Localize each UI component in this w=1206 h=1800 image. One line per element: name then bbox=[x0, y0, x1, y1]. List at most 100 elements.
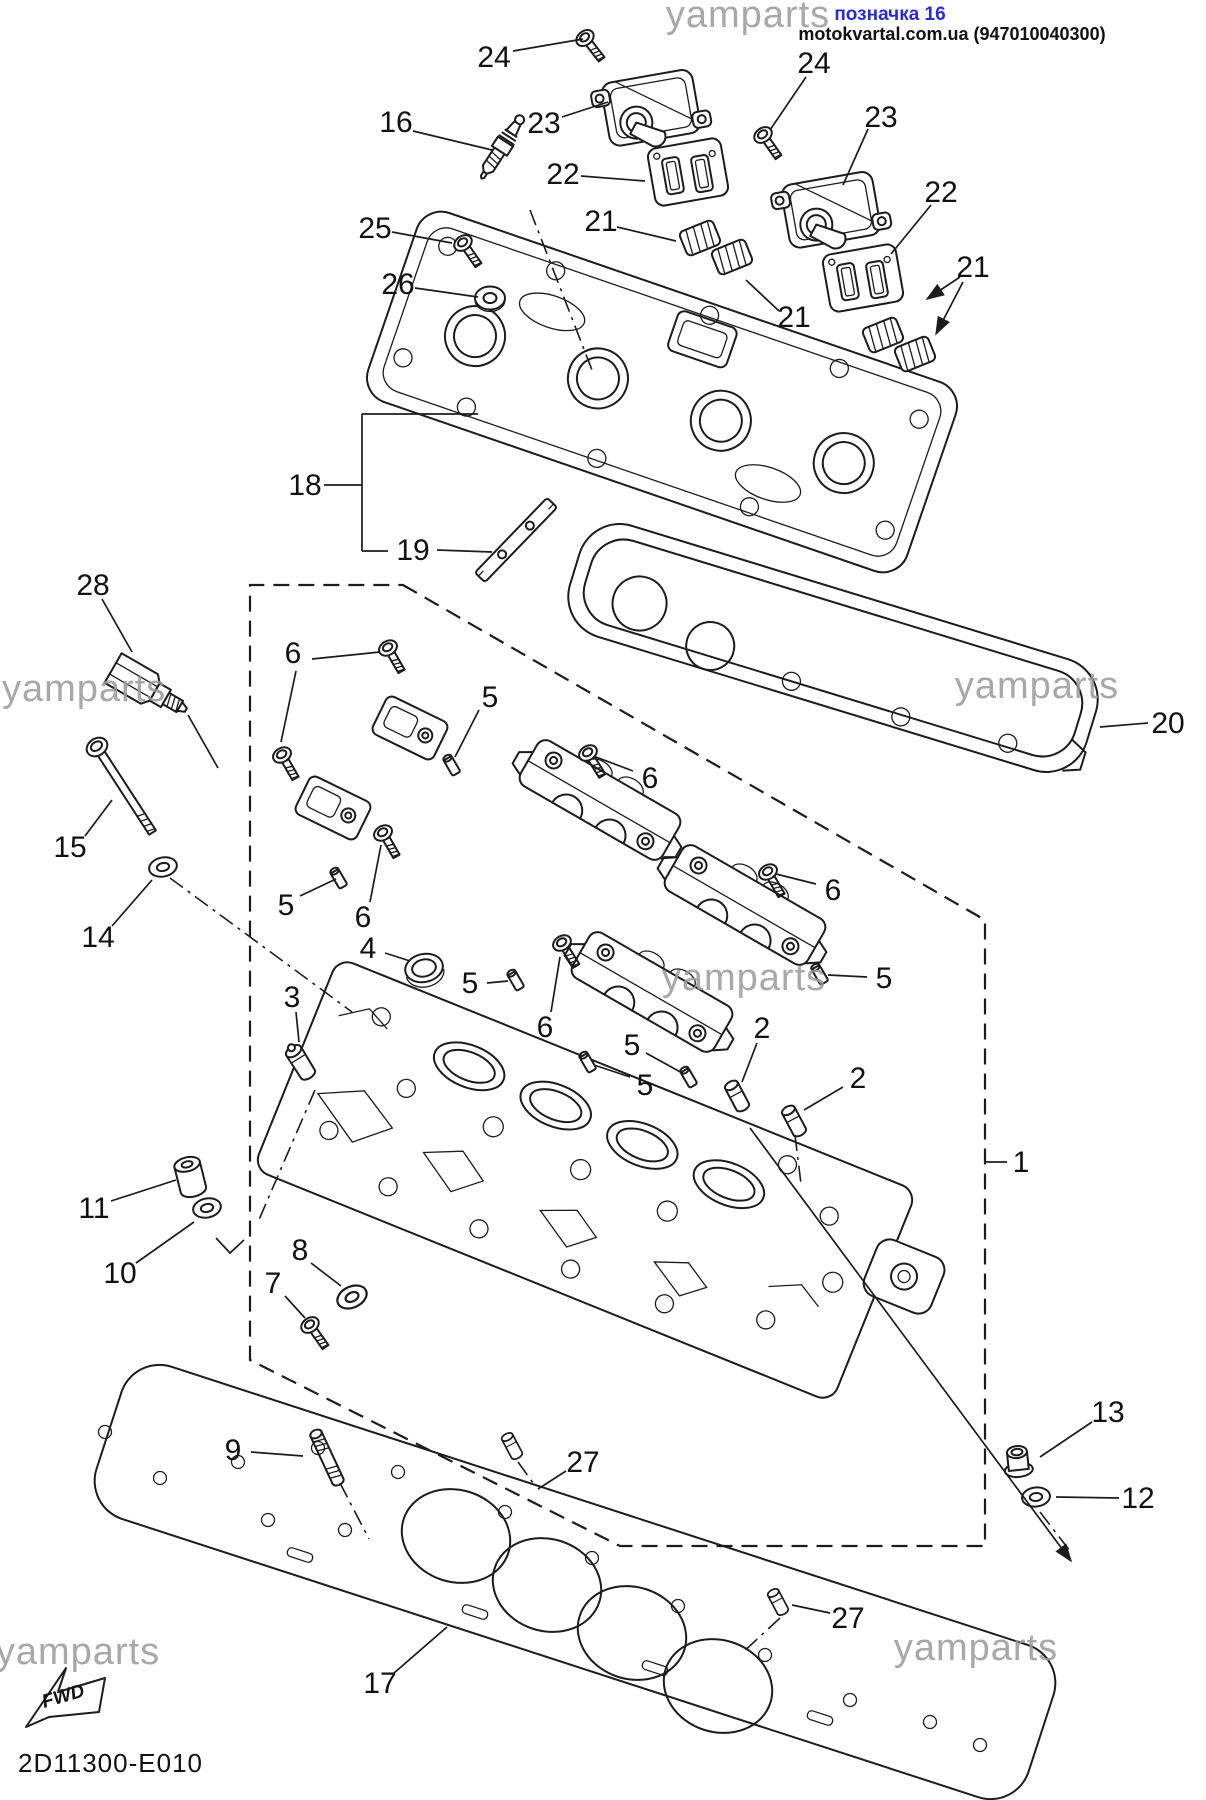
callout-leader-4 bbox=[384, 952, 411, 962]
callout-leader-9 bbox=[250, 1451, 304, 1457]
callout-16: 16 bbox=[379, 106, 412, 139]
drawing-code: 2D11300-E010 bbox=[18, 1748, 203, 1778]
dowel-2 bbox=[722, 1077, 752, 1115]
callout-8: 8 bbox=[292, 1234, 309, 1267]
watermark: yamparts bbox=[662, 957, 826, 999]
diagram-line bbox=[925, 276, 961, 300]
callout-leader-23 bbox=[842, 128, 869, 186]
watermark: yamparts bbox=[0, 1631, 160, 1673]
watermark: yamparts bbox=[894, 1627, 1058, 1669]
washer-10 bbox=[190, 1194, 224, 1222]
fwd-arrow: FWD bbox=[25, 1667, 106, 1728]
callout-leader-22 bbox=[890, 204, 932, 255]
callout-27: 27 bbox=[566, 1446, 599, 1479]
coil-pad-left bbox=[645, 136, 731, 208]
callout-15: 15 bbox=[53, 831, 86, 864]
callout-leader-6 bbox=[311, 651, 381, 660]
callout-21: 21 bbox=[584, 205, 617, 238]
callout-leader-17 bbox=[393, 1626, 448, 1674]
diagram-line bbox=[1039, 1511, 1071, 1552]
callout-18: 18 bbox=[288, 469, 321, 502]
dowel-27 bbox=[765, 1586, 791, 1618]
callout-leader-19 bbox=[436, 549, 493, 553]
callout-5: 5 bbox=[462, 967, 479, 1000]
callout-6: 6 bbox=[642, 762, 659, 795]
callout-6: 6 bbox=[825, 874, 842, 907]
callout-leader-13 bbox=[1039, 1421, 1093, 1458]
dowel-2 bbox=[779, 1102, 809, 1140]
callout-leader-23 bbox=[561, 101, 609, 118]
ignition-coil-right bbox=[768, 167, 895, 260]
callout-17: 17 bbox=[363, 1667, 396, 1700]
callout-5: 5 bbox=[482, 681, 499, 714]
callout-leader-8 bbox=[310, 1262, 342, 1287]
callout-25: 25 bbox=[358, 212, 391, 245]
callout-9: 9 bbox=[225, 1434, 242, 1467]
callout-22: 22 bbox=[546, 158, 579, 191]
callout-19: 19 bbox=[396, 534, 429, 567]
callout-20: 20 bbox=[1151, 707, 1184, 740]
callout-2: 2 bbox=[850, 1062, 867, 1095]
callout-leader-27 bbox=[537, 1470, 567, 1490]
coil-bolt-24 bbox=[572, 25, 611, 67]
dowel-pin-5 bbox=[678, 1064, 699, 1090]
cover-gasket bbox=[567, 523, 1099, 773]
callout-23: 23 bbox=[864, 101, 897, 134]
callout-4: 4 bbox=[360, 932, 377, 965]
diagram-line bbox=[187, 714, 219, 769]
callout-22: 22 bbox=[924, 176, 957, 209]
callout-leader-6 bbox=[595, 756, 634, 772]
diagram-line bbox=[257, 1089, 316, 1223]
callout-leader-6 bbox=[369, 844, 382, 903]
diagram-line bbox=[740, 1617, 781, 1655]
site-credit: motokvartal.com.ua (947010040300) bbox=[798, 24, 1106, 44]
callout-leader-5 bbox=[486, 980, 509, 984]
cap-bolt-6 bbox=[375, 636, 411, 678]
dowel-pin-5 bbox=[328, 865, 349, 891]
callout-leader-15 bbox=[84, 799, 113, 837]
head-gasket bbox=[93, 1363, 1057, 1800]
callout-26: 26 bbox=[381, 268, 414, 301]
plug-cap-pair-left bbox=[677, 218, 755, 277]
callout-leader-3 bbox=[295, 1011, 300, 1043]
callout-3: 3 bbox=[284, 981, 301, 1014]
callout-leader-6 bbox=[775, 873, 817, 885]
cam-cap-block bbox=[369, 693, 451, 763]
callout-leader-14 bbox=[111, 879, 153, 927]
cam-journal-assembly bbox=[504, 721, 700, 871]
callout-leader-27 bbox=[791, 1604, 831, 1614]
diagram-line bbox=[935, 281, 964, 336]
callout-5: 5 bbox=[637, 1069, 654, 1102]
callout-24: 24 bbox=[797, 47, 830, 80]
callout-5: 5 bbox=[624, 1029, 641, 1062]
callout-13: 13 bbox=[1091, 1396, 1124, 1429]
callout-7: 7 bbox=[265, 1267, 282, 1300]
dowel-pin-5 bbox=[441, 752, 462, 778]
callout-6: 6 bbox=[285, 637, 302, 670]
callout-leader-5 bbox=[827, 974, 868, 978]
valve-lifter-3 bbox=[284, 1043, 317, 1081]
callout-leader-24 bbox=[769, 76, 807, 131]
leader-line-layer bbox=[169, 209, 1073, 1655]
cap-plug-4 bbox=[404, 952, 445, 988]
callout-leader-25 bbox=[391, 231, 453, 244]
callout-21: 21 bbox=[956, 251, 989, 284]
callout-leader-5 bbox=[299, 878, 337, 897]
cap-bolt-6 bbox=[370, 821, 406, 863]
callout-21: 21 bbox=[777, 301, 810, 334]
callout-leader-2 bbox=[741, 1042, 758, 1083]
cylinder-head bbox=[256, 961, 946, 1399]
callout-leader-20 bbox=[1099, 722, 1149, 728]
watermark: yamparts bbox=[2, 668, 166, 710]
screw-plug-13 bbox=[1003, 1444, 1034, 1479]
sensor-28 bbox=[103, 652, 188, 714]
spark-plug-16 bbox=[479, 114, 526, 180]
cover-damper-strip bbox=[475, 497, 557, 583]
callout-12: 12 bbox=[1121, 1482, 1154, 1515]
head-bolt-7 bbox=[297, 1312, 335, 1354]
callout-leader-26 bbox=[414, 287, 479, 298]
callout-5: 5 bbox=[876, 962, 893, 995]
callout-24: 24 bbox=[477, 41, 510, 74]
grommet-26 bbox=[474, 285, 506, 313]
